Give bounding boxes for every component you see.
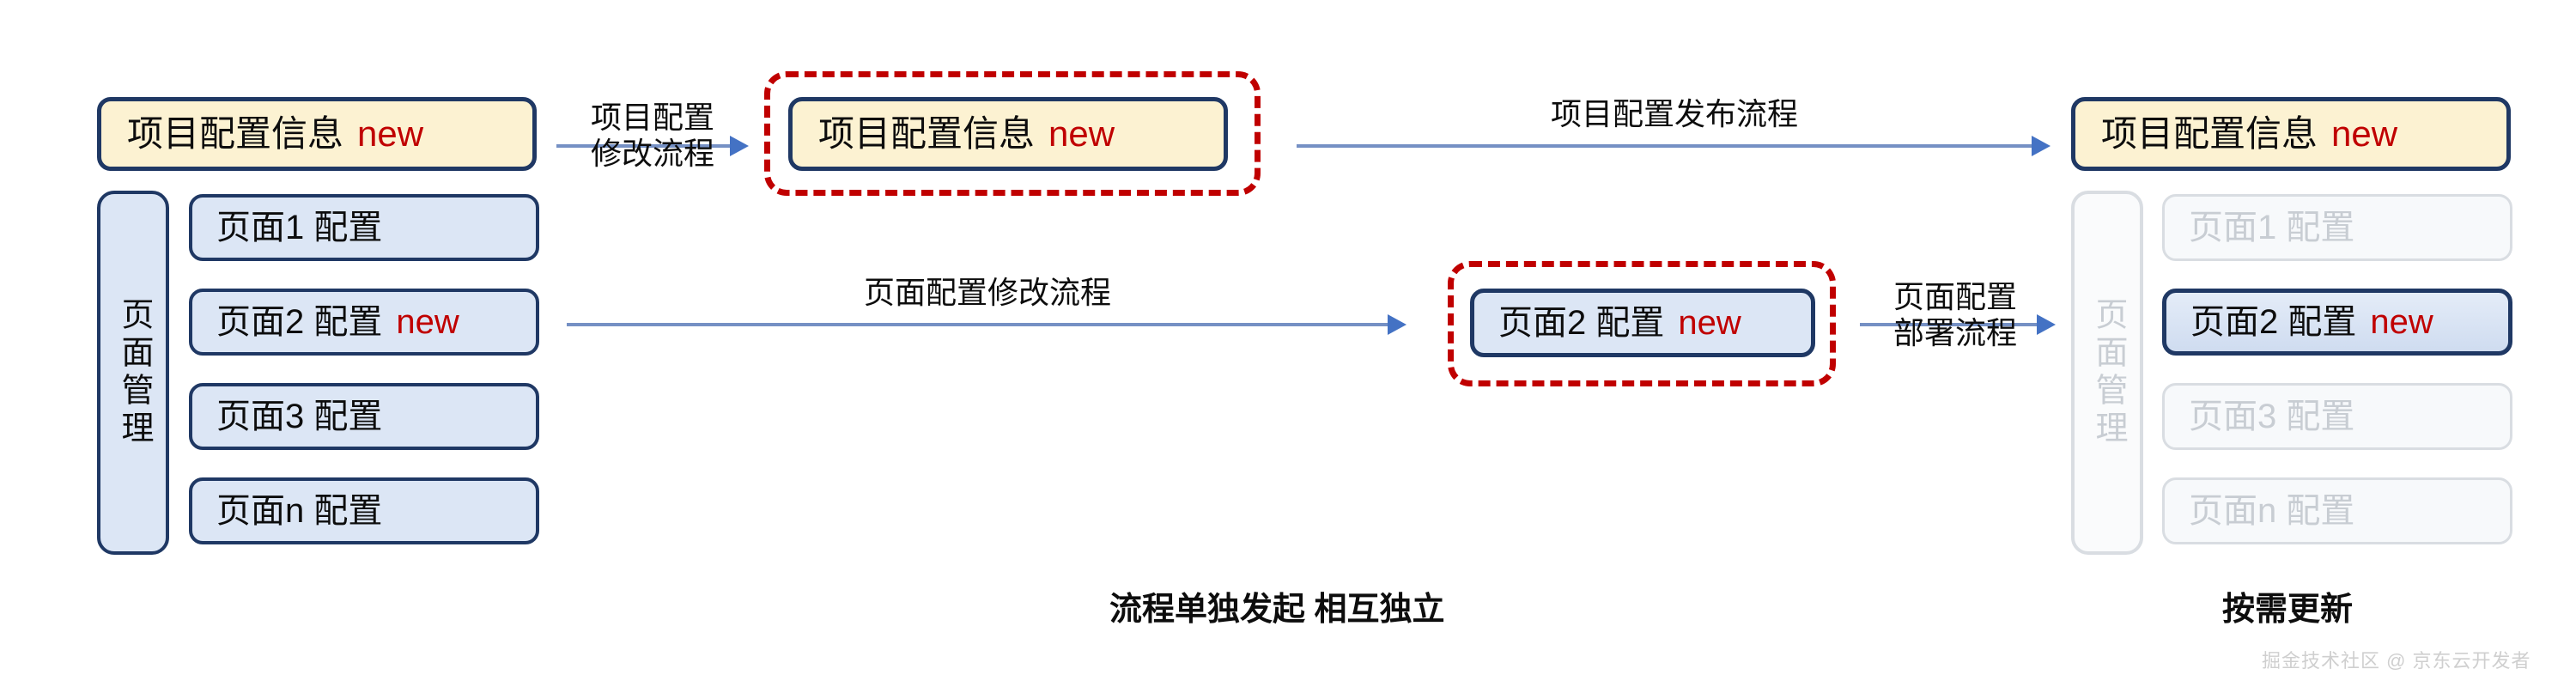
right-page-card-1[interactable]: 页面1 配置 (2162, 194, 2512, 261)
left-project-config-label: 项目配置信息 (127, 113, 344, 154)
middle-project-config-label: 项目配置信息 (818, 113, 1036, 154)
middle-page-config-card[interactable]: 页面2 配置 new (1470, 289, 1815, 357)
right-project-config-card[interactable]: 项目配置信息 new (2071, 97, 2511, 171)
project-modify-flow-label-line1: 项目配置 (590, 100, 714, 135)
left-page-card-2-new-badge: new (396, 303, 459, 341)
project-modify-flow-label: 项目配置 修改流程 (567, 100, 738, 173)
right-project-config-label: 项目配置信息 (2101, 113, 2318, 154)
project-card-highlight-frame (764, 71, 1261, 196)
right-page-management-rail[interactable]: 页面管理 (2071, 191, 2143, 555)
page-deploy-flow-label-line1: 页面配置 (1893, 279, 2017, 314)
right-page-card-n-label: 页面n 配置 (2189, 492, 2355, 530)
right-page-card-3[interactable]: 页面3 配置 (2162, 383, 2512, 450)
right-page-management-label: 页面管理 (2089, 297, 2126, 448)
left-page-card-n-label: 页面n 配置 (216, 492, 383, 530)
page-deploy-flow-label: 页面配置 部署流程 (1865, 279, 2045, 352)
left-project-config-card[interactable]: 项目配置信息 new (97, 97, 537, 171)
left-page-management-label: 页面管理 (115, 297, 152, 448)
middle-project-config-card[interactable]: 项目配置信息 new (788, 97, 1228, 171)
page-card-highlight-frame (1448, 261, 1836, 386)
middle-caption: 流程单独发起 相互独立 (1109, 592, 1445, 628)
left-project-config-new-badge: new (357, 113, 424, 154)
page-modify-flow-label: 页面配置修改流程 (816, 275, 1159, 311)
middle-project-config-new-badge: new (1048, 113, 1115, 154)
right-page-card-2-label: 页面2 配置 (2190, 303, 2357, 341)
right-page-card-n[interactable]: 页面n 配置 (2162, 477, 2512, 544)
left-page-card-1[interactable]: 页面1 配置 (189, 194, 539, 261)
right-page-card-2[interactable]: 页面2 配置 new (2162, 289, 2512, 356)
project-modify-flow-label-line2: 修改流程 (590, 136, 714, 172)
right-page-card-1-label: 页面1 配置 (2189, 209, 2355, 246)
left-page-card-2-label: 页面2 配置 (216, 303, 383, 341)
left-page-card-2[interactable]: 页面2 配置 new (189, 289, 539, 356)
left-page-card-3[interactable]: 页面3 配置 (189, 383, 539, 450)
middle-page-config-label: 页面2 配置 (1498, 304, 1665, 342)
watermark: 掘金技术社区 @ 京东云开发者 (2262, 650, 2531, 672)
right-page-card-3-label: 页面3 配置 (2189, 398, 2355, 435)
project-publish-flow-label-line1: 项目配置发布流程 (1550, 96, 1798, 131)
project-publish-flow-label: 项目配置发布流程 (1485, 96, 1863, 132)
right-caption: 按需更新 (2222, 592, 2354, 628)
page-modify-flow-label-line1: 页面配置修改流程 (863, 275, 1111, 310)
left-page-management-rail[interactable]: 页面管理 (97, 191, 169, 555)
page-deploy-flow-label-line2: 部署流程 (1893, 315, 2017, 351)
left-page-card-1-label: 页面1 配置 (216, 209, 383, 246)
right-project-config-new-badge: new (2331, 113, 2398, 154)
left-page-card-3-label: 页面3 配置 (216, 398, 383, 435)
left-page-card-n[interactable]: 页面n 配置 (189, 477, 539, 544)
middle-page-config-new-badge: new (1678, 304, 1741, 342)
right-page-card-2-new-badge: new (2370, 303, 2433, 341)
